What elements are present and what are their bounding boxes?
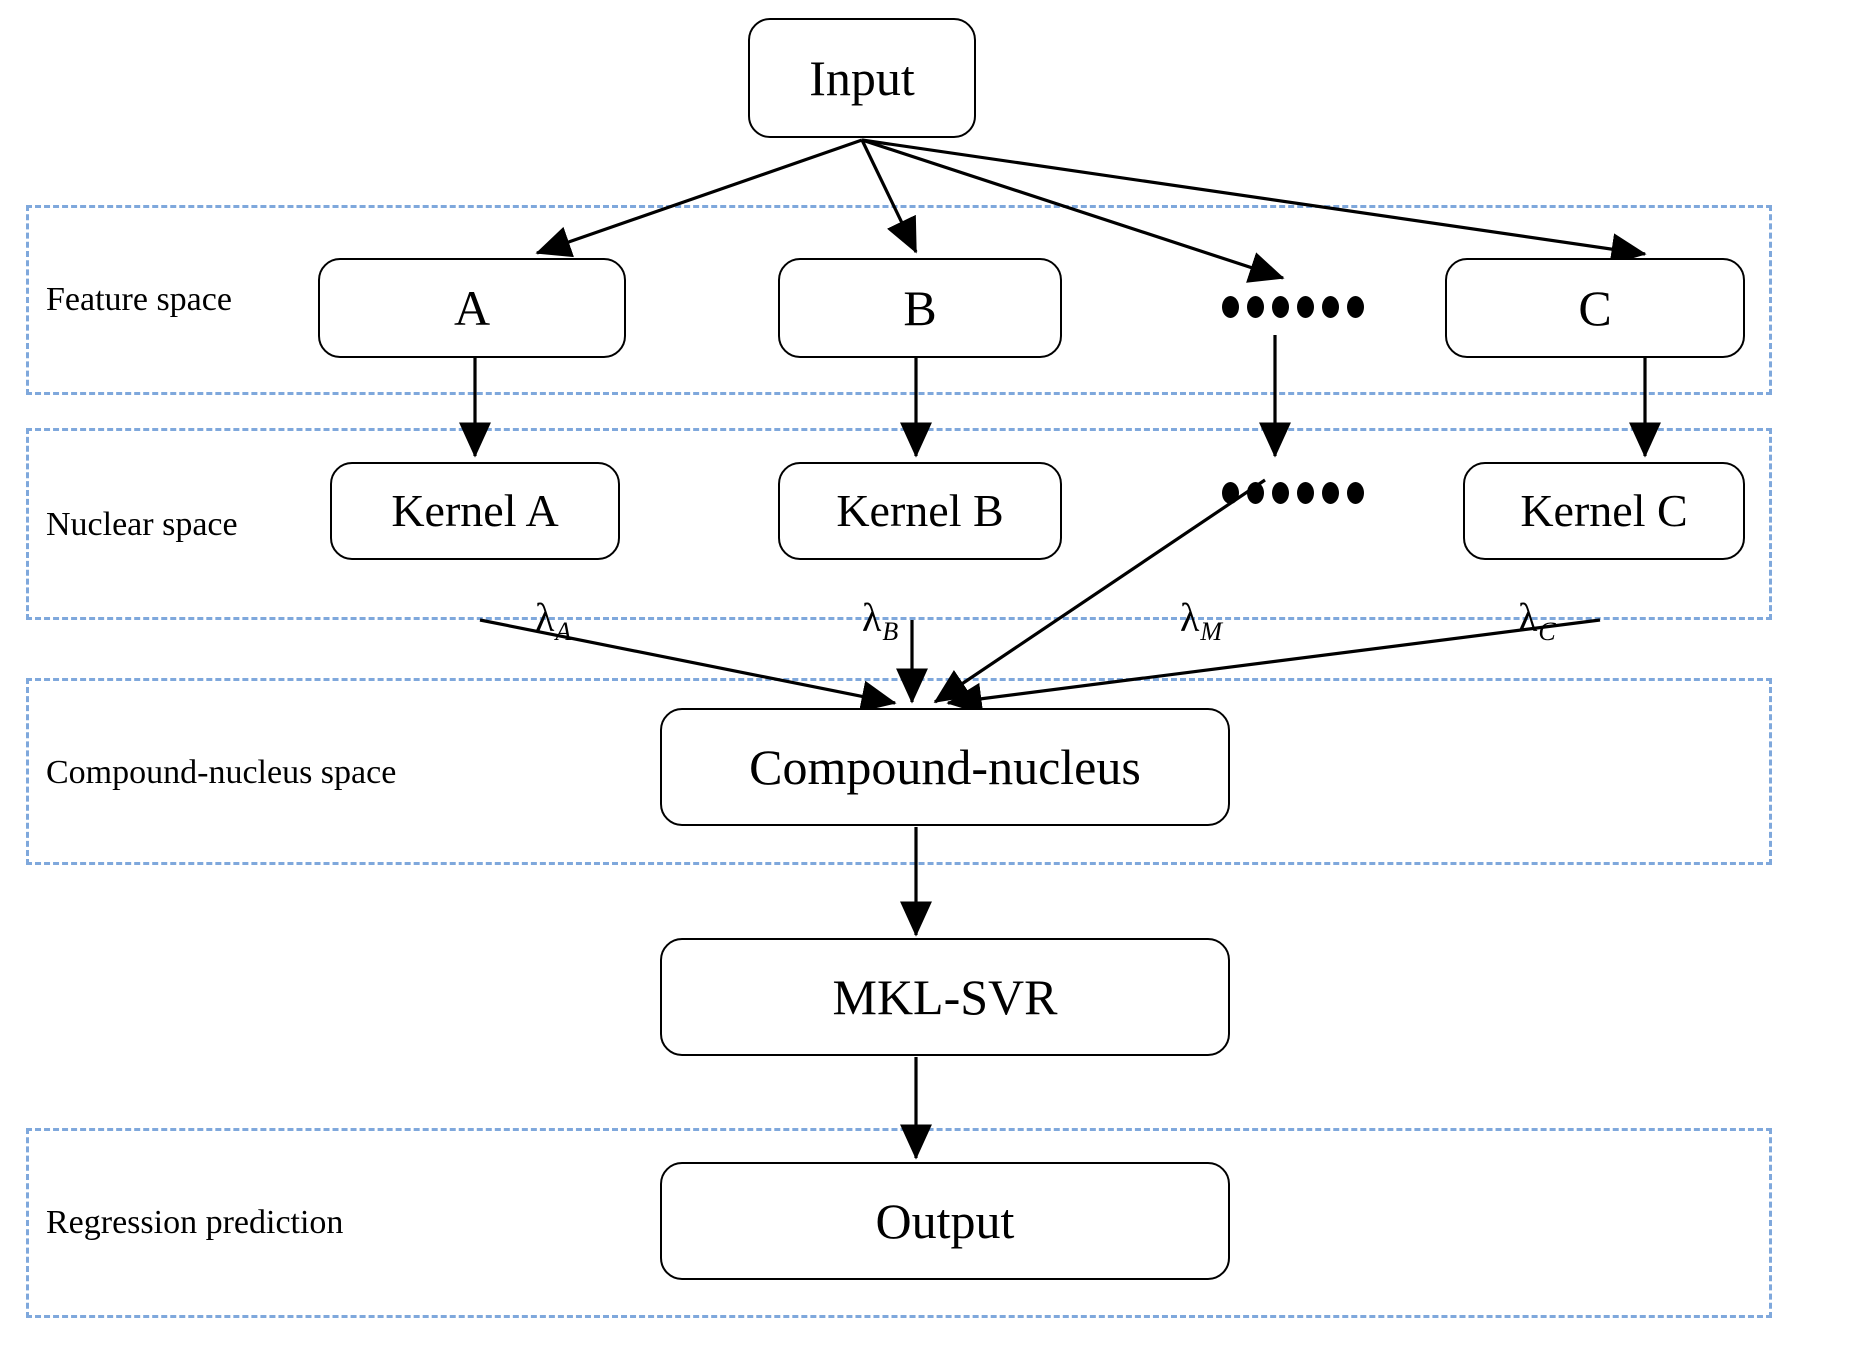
- node-feature-b[interactable]: B: [778, 258, 1062, 358]
- node-feature-c-label: C: [1578, 280, 1612, 336]
- region-regression-prediction: [26, 1128, 1772, 1318]
- weight-label-lambda-a: λA: [535, 598, 571, 645]
- node-compound-nucleus-label: Compound-nucleus: [749, 739, 1141, 795]
- region-label-compound-nucleus-space: Compound-nucleus space: [46, 754, 397, 791]
- lambda-subscript-m: M: [1200, 617, 1223, 646]
- lambda-symbol-a: λ: [535, 595, 555, 640]
- region-label-regression-prediction: Regression prediction: [46, 1204, 344, 1241]
- region-label-nuclear-space: Nuclear space: [46, 506, 238, 543]
- node-output[interactable]: Output: [660, 1162, 1230, 1280]
- lambda-subscript-a: A: [555, 617, 572, 646]
- node-kernel-b-label: Kernel B: [836, 485, 1004, 536]
- node-feature-c[interactable]: C: [1445, 258, 1745, 358]
- weight-label-lambda-c: λC: [1518, 598, 1556, 645]
- node-kernel-c-label: Kernel C: [1520, 485, 1688, 536]
- node-feature-a-label: A: [453, 280, 491, 336]
- node-kernel-c[interactable]: Kernel C: [1463, 462, 1745, 560]
- node-mkl-svr-label: MKL-SVR: [832, 969, 1058, 1025]
- feature-row-ellipsis-icon: [1222, 296, 1364, 318]
- lambda-symbol-m: λ: [1180, 595, 1200, 640]
- region-label-feature-space: Feature space: [46, 281, 232, 318]
- node-kernel-a[interactable]: Kernel A: [330, 462, 620, 560]
- lambda-subscript-b: B: [882, 617, 899, 646]
- weight-label-lambda-b: λB: [862, 598, 898, 645]
- weight-label-lambda-m: λM: [1180, 598, 1222, 645]
- lambda-symbol-b: λ: [862, 595, 882, 640]
- node-feature-a[interactable]: A: [318, 258, 626, 358]
- node-mkl-svr[interactable]: MKL-SVR: [660, 938, 1230, 1056]
- kernel-row-ellipsis-icon: [1222, 482, 1364, 504]
- node-input-label: Input: [809, 50, 915, 106]
- node-kernel-a-label: Kernel A: [391, 485, 559, 536]
- region-nuclear-space: [26, 428, 1772, 620]
- node-feature-b-label: B: [903, 280, 937, 336]
- lambda-symbol-c: λ: [1518, 595, 1538, 640]
- lambda-subscript-c: C: [1538, 617, 1556, 646]
- node-output-label: Output: [875, 1193, 1015, 1249]
- node-compound-nucleus[interactable]: Compound-nucleus: [660, 708, 1230, 826]
- node-kernel-b[interactable]: Kernel B: [778, 462, 1062, 560]
- node-input[interactable]: Input: [748, 18, 976, 138]
